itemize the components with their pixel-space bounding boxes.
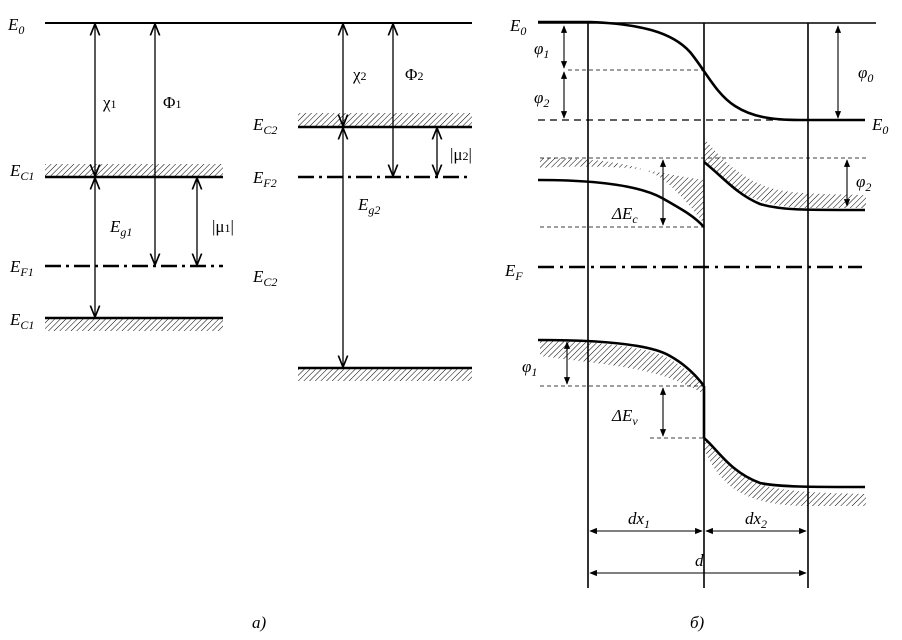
label-phi1-top: φ1 bbox=[534, 39, 549, 61]
ec-left-curve bbox=[537, 178, 705, 228]
label-phi1-low: φ1 bbox=[522, 357, 537, 379]
ev-left-curve bbox=[537, 338, 706, 387]
caption-a: а) bbox=[252, 613, 267, 632]
label-ef: EF bbox=[504, 261, 523, 283]
ec-hatch-right bbox=[704, 138, 866, 208]
label-chi1: χ1 bbox=[102, 93, 117, 112]
label-dec: ΔEc bbox=[611, 204, 638, 226]
label-eg2: Eg2 bbox=[357, 195, 380, 217]
panel-a: E0 χ1 Φ1 EC1 Eg1 |μ1| EF1 EC1 χ2 Φ2 EC2 … bbox=[7, 15, 472, 632]
ec1-hatch-bottom bbox=[45, 319, 223, 331]
ev-hatch-right bbox=[704, 438, 866, 506]
label-ec2-top: EC2 bbox=[252, 115, 277, 137]
label-ec1-top: EC1 bbox=[9, 161, 34, 183]
label-e0-right: E0 bbox=[871, 115, 888, 137]
label-chi2: χ2 bbox=[352, 65, 367, 84]
label-e0-a: E0 bbox=[7, 15, 24, 37]
label-dx2: dx2 bbox=[745, 509, 767, 531]
label-dx1: dx1 bbox=[628, 509, 650, 531]
ec1-hatch-top bbox=[45, 164, 223, 176]
label-phi2-right: φ2 bbox=[856, 172, 871, 194]
label-ef1: EF1 bbox=[9, 257, 34, 279]
vacuum-level-bent bbox=[538, 20, 865, 122]
ev-right-curve bbox=[703, 437, 866, 489]
panel-b: E0 φ1 φ2 φ0 E0 φ2 ΔEc EF φ1 ΔEv dx1 dx2 … bbox=[504, 16, 888, 632]
label-mu2: |μ2| bbox=[450, 145, 472, 164]
label-ec2-mid: EC2 bbox=[252, 267, 277, 289]
label-e0-left: E0 bbox=[509, 16, 526, 38]
label-dev: ΔEv bbox=[611, 406, 638, 428]
label-ef2: EF2 bbox=[252, 168, 277, 190]
label-phi0: φ0 bbox=[858, 63, 873, 85]
label-phi1: Φ1 bbox=[163, 93, 181, 112]
caption-b: б) bbox=[690, 613, 705, 632]
label-phi2: Φ2 bbox=[405, 65, 423, 84]
ev-hatch-left bbox=[540, 340, 704, 394]
label-d: d bbox=[695, 551, 704, 570]
label-eg1: Eg1 bbox=[109, 217, 132, 239]
ec2-hatch-top bbox=[298, 113, 472, 126]
label-mu1: |μ1| bbox=[212, 217, 234, 236]
label-ec1-bottom: EC1 bbox=[9, 310, 34, 332]
ec-right-curve bbox=[703, 160, 866, 212]
label-phi2-top: φ2 bbox=[534, 88, 549, 110]
ev2-hatch bbox=[298, 369, 472, 381]
